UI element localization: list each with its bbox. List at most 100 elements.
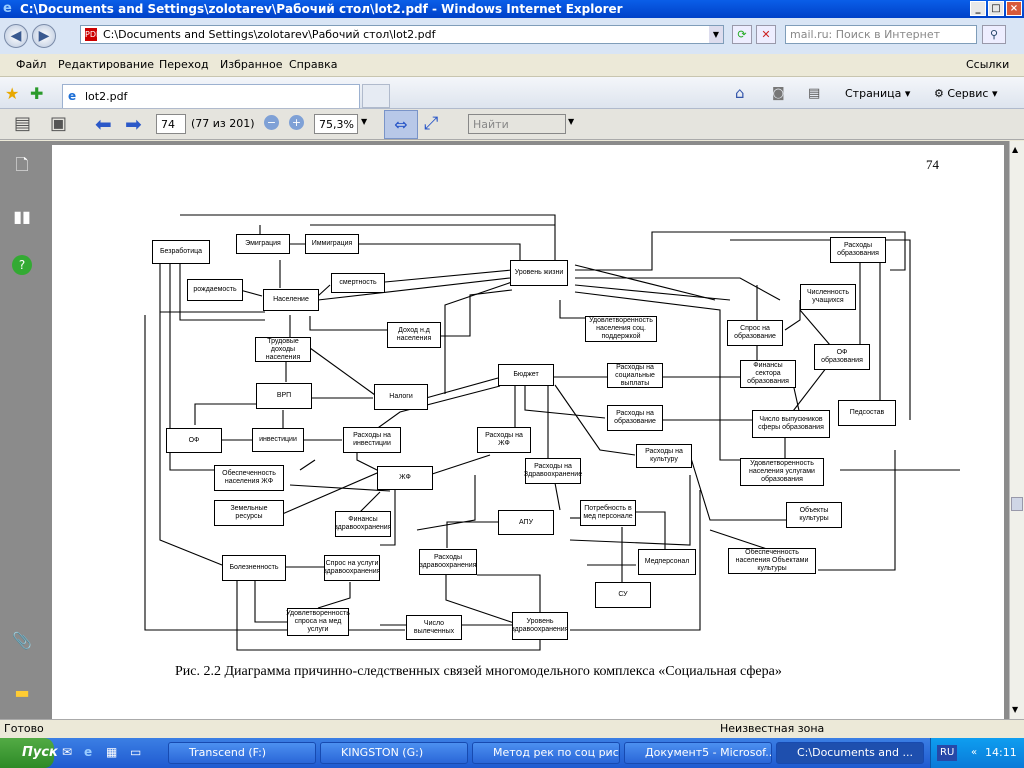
node-edu-exp: Расходы на образование	[607, 405, 663, 431]
zoom-out-icon[interactable]: −	[264, 115, 279, 130]
quicklaunch-email-icon[interactable]: ✉	[62, 745, 73, 759]
task-transcend[interactable]: Transcend (F:)	[168, 742, 316, 764]
node-culture-sec: Обеспеченность населения Объектами культ…	[728, 548, 816, 574]
task-word-doc5[interactable]: Документ5 - Microsof...	[624, 742, 772, 764]
node-students: Численность учащихся	[800, 284, 856, 310]
favorites-star-icon[interactable]: ★	[5, 84, 20, 103]
refresh-icon[interactable]: ⟳	[732, 25, 752, 44]
print-icon[interactable]: ▤	[808, 86, 821, 101]
node-land: Земельные ресурсы	[214, 500, 284, 526]
task-word-method[interactable]: Метод рек по соц рис...	[472, 742, 620, 764]
menu-help[interactable]: Справка	[289, 58, 338, 71]
node-of-edu: ОФ образования	[814, 344, 870, 370]
tray-collapse-icon[interactable]: «	[971, 747, 978, 758]
node-taxes: Налоги	[374, 384, 428, 410]
home-icon[interactable]: ⌂	[735, 84, 745, 102]
menu-bar: Файл Редактирование Переход Избранное Сп…	[0, 54, 1024, 77]
zoom-input[interactable]: 75,3%	[314, 114, 358, 134]
attachments-icon[interactable]: 📎	[12, 631, 32, 650]
page-menu[interactable]: Страница ▾	[845, 87, 911, 100]
stop-icon[interactable]: ✕	[756, 25, 776, 44]
service-menu[interactable]: ⚙ Сервис ▾	[934, 87, 998, 100]
node-birth: рождаемость	[187, 279, 243, 301]
help-icon[interactable]: ?	[12, 255, 32, 275]
title-bar: e C:\Documents and Settings\zolotarev\Ра…	[0, 0, 1024, 18]
links-button[interactable]: Ссылки	[966, 58, 1010, 71]
pdf-side-rail: 🗋 ▮▮ ? 📎 ▬	[0, 141, 44, 719]
next-page-icon[interactable]: ➡	[125, 112, 142, 136]
pdf-print-icon[interactable]: ▤	[14, 113, 32, 134]
node-housing-sec: Обеспеченность населения ЖФ	[214, 465, 284, 491]
zoom-dropdown-icon[interactable]: ▼	[361, 117, 368, 126]
node-culture-exp: Расходы на культуру	[636, 444, 692, 468]
forward-button[interactable]: ▶	[32, 24, 56, 48]
page-number-input[interactable]: 74	[156, 114, 186, 134]
new-tab-button[interactable]	[362, 84, 390, 108]
node-satisfaction: Удовлетворенность населения соц. поддерж…	[585, 316, 657, 342]
search-icon[interactable]: ⚲	[982, 25, 1006, 44]
menu-file[interactable]: Файл	[16, 58, 47, 71]
security-zone: Неизвестная зона	[720, 722, 825, 735]
page-count: (77 из 201)	[191, 117, 255, 130]
figure-caption: Рис. 2.2 Диаграмма причинно-следственных…	[175, 664, 782, 679]
node-edu-exp-right: Расходы образования	[830, 237, 886, 263]
menu-favorites[interactable]: Избранное	[220, 58, 283, 71]
scroll-up-icon[interactable]: ▲	[1012, 145, 1019, 154]
vertical-scrollbar[interactable]: ▲ ▼	[1009, 141, 1024, 719]
maximize-button[interactable]: □	[988, 1, 1004, 16]
status-text: Готово	[4, 722, 44, 735]
node-budget: Бюджет	[498, 364, 554, 386]
start-button[interactable]: Пуск	[0, 738, 58, 768]
quicklaunch-ie-icon[interactable]: e	[84, 745, 93, 759]
back-button[interactable]: ◀	[4, 24, 28, 48]
comments-icon[interactable]: ▬	[14, 683, 30, 702]
node-med-need: Потребность в мед персонале	[580, 500, 636, 526]
node-edu-fin: Финансы сектора образования	[740, 360, 796, 388]
status-bar: Готово	[0, 719, 1024, 738]
node-immigration: Иммиграция	[305, 234, 359, 254]
address-bar[interactable]: PDF C:\Documents and Settings\zolotarev\…	[80, 25, 724, 44]
task-ie-pdf[interactable]: C:\Documents and ...	[776, 742, 924, 764]
tab-label: lot2.pdf	[85, 90, 128, 103]
feeds-icon[interactable]: ◙	[772, 86, 785, 101]
node-su: СУ	[595, 582, 651, 608]
minimize-button[interactable]: _	[970, 1, 986, 16]
binoculars-icon[interactable]: ▮▮	[13, 207, 31, 226]
tab-lot2[interactable]: e lot2.pdf	[62, 84, 360, 108]
find-input[interactable]: Найти	[468, 114, 566, 134]
language-indicator[interactable]: RU	[937, 745, 958, 761]
page-label: 74	[926, 157, 939, 172]
scroll-thumb[interactable]	[1011, 497, 1023, 511]
node-medstaff: Медперсонал	[638, 549, 696, 575]
page-menu-label: Страница	[845, 87, 902, 100]
find-dropdown-icon[interactable]: ▼	[568, 117, 575, 126]
node-population: Население	[263, 289, 319, 311]
add-favorite-icon[interactable]: ✚	[30, 84, 44, 103]
quicklaunch-calc-icon[interactable]: ▦	[106, 745, 118, 759]
fit-page-icon[interactable]: ⤢	[424, 113, 439, 134]
pdf-save-icon[interactable]: ▣	[50, 113, 68, 134]
fit-width-icon[interactable]: ⇔	[384, 110, 418, 139]
menu-go[interactable]: Переход	[159, 58, 209, 71]
node-unemployment: Безработица	[152, 240, 210, 264]
search-input[interactable]: mail.ru: Поиск в Интернет	[785, 25, 977, 44]
node-labor: Трудовые доходы населения	[255, 337, 311, 362]
pages-icon[interactable]: 🗋	[15, 155, 29, 174]
node-culture-obj: Объекты культуры	[786, 502, 842, 528]
task-kingston[interactable]: KINGSTON (G:)	[320, 742, 468, 764]
node-edu-satisfaction: Удовлетворенность населения услугами обр…	[740, 458, 824, 486]
menu-edit[interactable]: Редактирование	[58, 58, 154, 71]
zoom-in-icon[interactable]: +	[289, 115, 304, 130]
prev-page-icon[interactable]: ⬅	[95, 112, 112, 136]
scroll-down-icon[interactable]: ▼	[1012, 705, 1019, 714]
node-morbidity: Болезненность	[222, 555, 286, 581]
start-label: Пуск	[22, 745, 58, 760]
node-housing: ЖФ	[377, 466, 433, 490]
node-edu-demand: Спрос на образование	[727, 320, 783, 346]
quicklaunch-desktop-icon[interactable]: ▭	[130, 745, 142, 759]
system-tray: RU « 14:11	[930, 738, 1024, 768]
ie-logo-icon: e	[3, 1, 12, 16]
close-button[interactable]: ×	[1006, 1, 1022, 16]
address-dropdown-icon[interactable]: ▼	[709, 26, 723, 43]
